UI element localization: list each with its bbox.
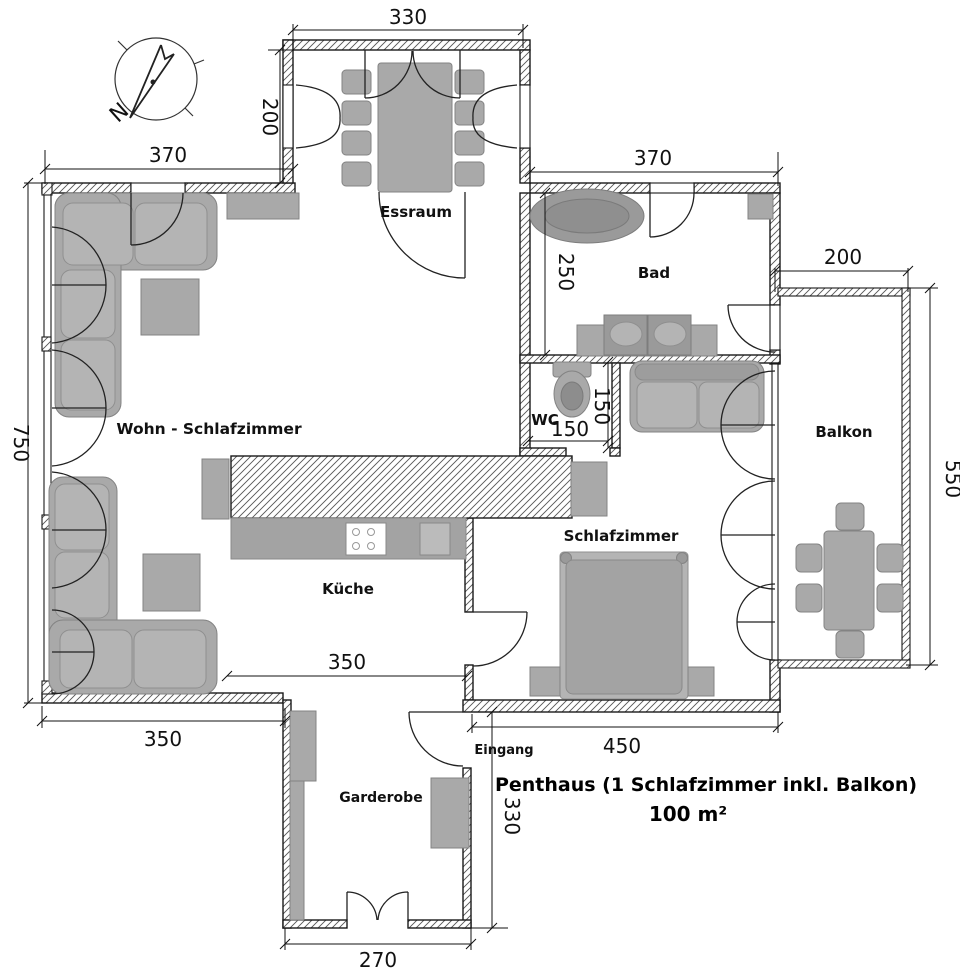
living-top-window [130,192,184,246]
room-label-eingang: Eingang [474,743,533,758]
dim-essraum-depth: 200 [258,98,282,136]
plan-title: Penthaus (1 Schlafzimmer inkl. Balkon) 1… [495,774,917,826]
coffee-table [142,553,201,612]
dim-living-top: 370 [149,143,187,167]
dim-balkon-width: 200 [824,245,862,269]
walls [41,39,911,929]
dim-wc-width: 150 [551,417,589,441]
title-line2: 100 m² [649,802,727,826]
dim-wc-depth: 150 [590,387,614,425]
sofa-bottom-left [48,476,218,695]
nightstand [687,666,715,697]
toilet [552,361,592,418]
sideboard [226,192,300,220]
room-label-garderobe: Garderobe [339,790,422,806]
left-french-windows [51,226,107,695]
wardrobe [289,710,470,921]
dim-bad-depth: 250 [554,253,578,291]
north-label: N [105,98,134,128]
room-label-balkon: Balkon [815,423,872,441]
balkon-french-doors [720,370,776,661]
room-label-schlafzimmer: Schlafzimmer [564,527,679,545]
balcony-table-set [795,502,904,659]
dim-garderobe-depth: 330 [500,797,524,835]
dim-kueche-width: 350 [328,650,366,674]
dim-garderobe-width: 270 [359,948,397,971]
compass: N [105,37,205,128]
bad-roof-door [649,192,695,238]
bad-balkon-door [727,304,776,353]
entrance-door [408,711,464,767]
dimensions: 330 200 370 370 200 750 550 250 150 150 … [9,5,960,971]
schlafzimmer-door [472,611,528,667]
compass-circle [114,37,198,121]
hall-cabinet [570,461,608,517]
dim-schlafzimmer-width: 450 [603,734,641,758]
essraum-living-door [378,191,466,279]
title-line1: Penthaus (1 Schlafzimmer inkl. Balkon) [495,774,917,796]
essraum-terrace-door [364,50,461,99]
bed [529,551,715,700]
compass-center-dot [150,79,156,85]
kitchen-counter [201,458,467,560]
compass-ticks [117,40,205,117]
shower-unit [747,193,774,220]
coffee-table [140,278,200,336]
dining-table-set [341,62,485,193]
compass-needle [129,44,175,119]
dim-essraum-width: 330 [389,5,427,29]
essraum-window-right [472,84,518,149]
double-vanity [576,314,718,357]
room-label-bad: Bad [638,264,670,282]
room-label-kueche: Küche [322,580,374,598]
dim-balkon-height: 550 [941,460,960,498]
doors [51,50,776,921]
room-label-wohn-schlafzimmer: Wohn - Schlafzimmer [116,420,302,438]
bedroom-sofa [629,360,765,433]
furniture [48,62,904,921]
kitchen-island [230,455,573,519]
nightstand [529,666,561,697]
dim-bad-width: 370 [634,146,672,170]
dim-living-bottom: 350 [144,727,182,751]
essraum-window-left [295,84,341,149]
dim-left-height: 750 [9,424,33,462]
room-label-wc: WC [531,411,559,429]
room-labels: Essraum Bad WC Wohn - Schlafzimmer Balko… [116,203,872,806]
garderobe-door [346,891,409,921]
bathtub [529,188,645,244]
room-label-essraum: Essraum [380,203,452,221]
